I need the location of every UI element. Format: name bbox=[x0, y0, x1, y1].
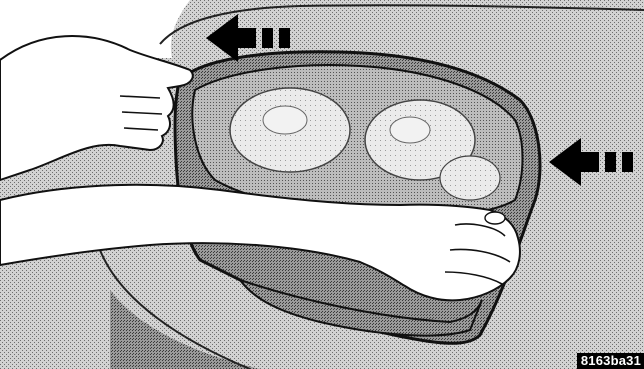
figure-code-label: 8163ba31 bbox=[577, 353, 644, 369]
turn-lamp bbox=[440, 156, 500, 200]
